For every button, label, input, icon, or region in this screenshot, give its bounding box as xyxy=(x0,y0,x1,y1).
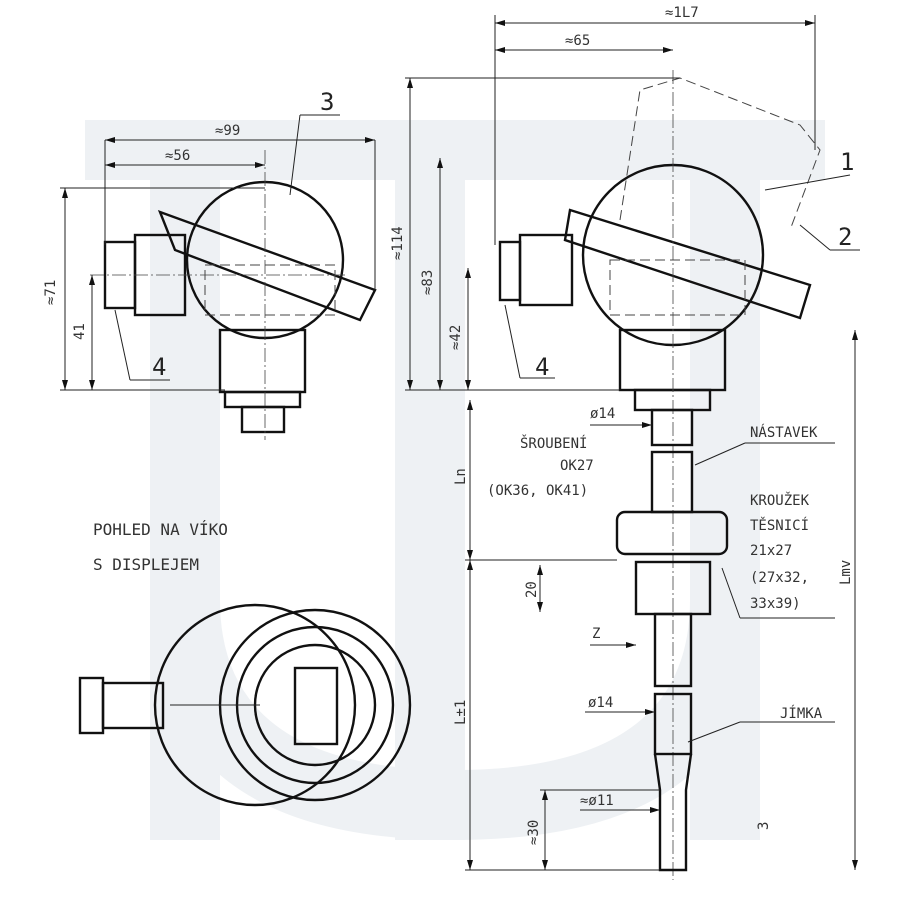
label-extension: NÁSTAVEK xyxy=(750,424,818,441)
dim-tip-length: ≈30 xyxy=(526,820,542,845)
dim-lmv: Lmv xyxy=(838,560,854,585)
dim-diameter-mid: ø14 xyxy=(588,695,613,711)
label-fitting-1: ŠROUBENÍ xyxy=(520,434,587,452)
dim-diameter-top: ø14 xyxy=(590,406,615,422)
dim-right-total-width: ≈1L7 xyxy=(665,5,699,21)
dim-tip-gap: 3 xyxy=(756,822,772,830)
probe-stem xyxy=(615,408,729,872)
dim-left-half-width: ≈56 xyxy=(165,148,190,164)
dim-thread-length: 20 xyxy=(524,581,540,598)
label-ring-3: 21x27 xyxy=(750,543,792,559)
view-title-line-1: POHLED NA VÍKO xyxy=(93,520,228,539)
stem-labels: ŠROUBENÍ OK27 (OK36, OK41) NÁSTAVEK KROU… xyxy=(487,424,835,743)
lid-display-view: POHLED NA VÍKO S DISPLEJEM xyxy=(78,520,412,807)
label-ring-5: 33x39) xyxy=(750,596,801,612)
dim-ln: Ln xyxy=(453,468,469,485)
dim-right-low-height: ≈42 xyxy=(448,325,464,350)
view-title-line-2: S DISPLEJEM xyxy=(93,555,199,574)
watermark-logo xyxy=(85,120,825,840)
dim-z: Z xyxy=(592,626,600,642)
dim-l: L±1 xyxy=(453,700,469,725)
callout-4-right: 4 xyxy=(535,353,549,381)
right-dimensions: ≈1L7 ≈65 ≈114 ≈83 ≈42 1 2 4 xyxy=(390,5,860,391)
dim-right-mid-height: ≈83 xyxy=(420,270,436,295)
dim-left-height: ≈71 xyxy=(43,280,59,305)
dim-left-total-width: ≈99 xyxy=(215,123,240,139)
callout-4-left: 4 xyxy=(152,353,166,381)
head-side-view-right xyxy=(498,70,821,880)
label-thermowell: JÍMKA xyxy=(780,705,823,722)
callout-1: 1 xyxy=(840,148,854,176)
label-fitting-2: OK27 xyxy=(560,458,594,474)
dim-right-half-width: ≈65 xyxy=(565,33,590,49)
head-side-view-left xyxy=(90,150,377,440)
label-ring-1: KROUŽEK xyxy=(750,491,810,509)
left-dimensions: ≈99 ≈56 ≈71 41 3 4 xyxy=(43,88,376,391)
dim-left-low-height: 41 xyxy=(72,323,88,340)
callout-2: 2 xyxy=(838,223,852,251)
label-fitting-3: (OK36, OK41) xyxy=(487,483,588,499)
dim-diameter-tip: ≈ø11 xyxy=(580,793,614,809)
label-ring-2: TĚSNICÍ xyxy=(750,517,809,534)
stem-dimensions: Ln L±1 Lmv 20 ≈30 3 ø14 ø14 ≈ø11 Z xyxy=(453,330,858,871)
dim-right-height: ≈114 xyxy=(390,226,406,260)
label-ring-4: (27x32, xyxy=(750,570,809,586)
callout-3: 3 xyxy=(320,88,334,116)
